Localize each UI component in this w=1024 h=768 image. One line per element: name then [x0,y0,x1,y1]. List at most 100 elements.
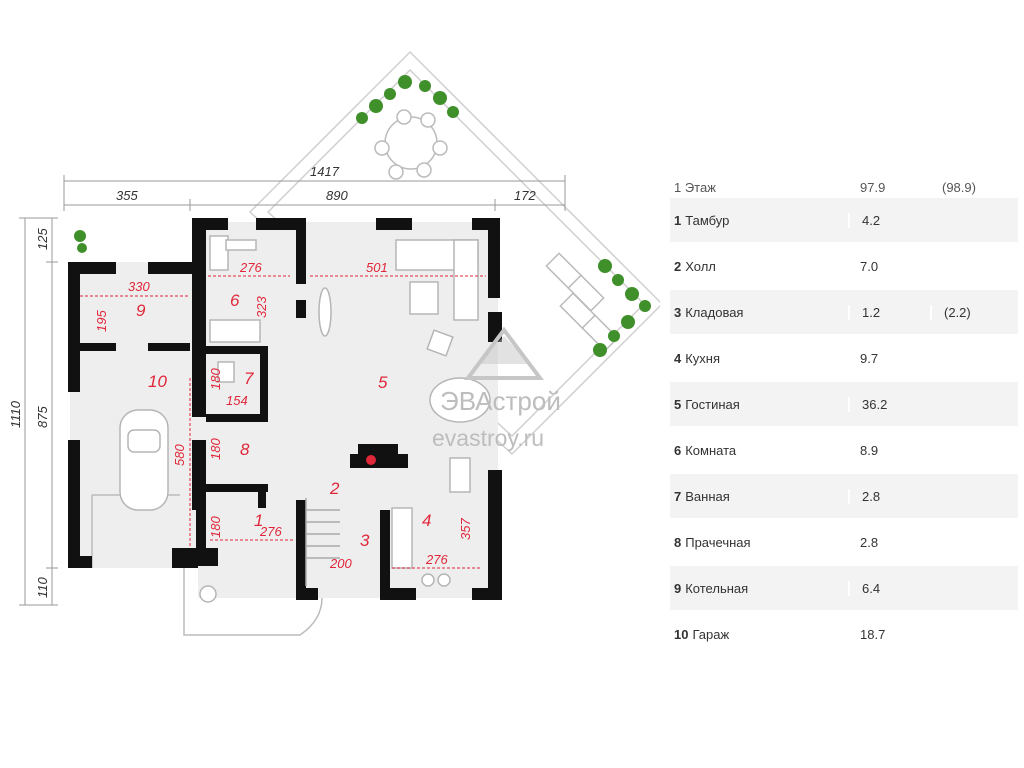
room-numbers: 1 2 3 4 5 6 7 8 9 10 [136,291,431,550]
dim-r10-h: 580 [172,444,187,466]
dim-r4-h: 357 [458,518,473,540]
room-number-10: 10 [148,372,167,391]
dim-r1-h: 180 [208,516,223,538]
dim-h-bottom: 110 [35,577,50,598]
floor-plan: 1417 355 890 172 1110 125 875 110 [8,50,660,636]
dim-h-top: 125 [35,228,50,250]
room-number-2: 2 [329,479,340,498]
floor-label: 1 Этаж [674,179,716,195]
room-name: Кладовая [685,304,744,320]
room-number-8: 8 [240,440,250,459]
room-name: Котельная [685,580,749,596]
plants [74,75,651,403]
room-name: Холл [685,258,716,274]
dimension-lines [19,175,566,606]
dim-seg-right: 172 [514,188,536,203]
room-area: 4.2 [848,212,930,228]
room-number: 1 [674,212,682,228]
room-area: 9.7 [860,350,879,366]
room-name: Гостиная [685,396,740,412]
room-number-1: 1 [254,511,263,530]
dim-total-width: 1417 [310,164,340,179]
furniture [119,235,491,603]
dim-r7-h: 180 [208,368,223,390]
room-number: 6 [674,442,682,458]
room-name: Комната [685,442,737,458]
room-area: 6.4 [848,580,930,596]
sun-loungers [545,252,619,352]
watermark-logo-icon [464,326,544,380]
room-number: 9 [674,580,682,596]
room-number: 2 [674,258,682,274]
dim-seg-mid: 890 [326,188,348,203]
room-name: Тамбур [685,212,730,228]
dim-h-mid: 875 [35,406,50,428]
dim-r9-w: 330 [128,279,150,294]
floor-area-alt: (98.9) [942,179,976,195]
dim-r6-h: 323 [254,296,269,318]
room-area-alt: (2.2) [930,304,1018,320]
dim-r5-w: 501 [366,260,388,275]
floor-area: 97.9 [860,179,886,195]
room-dimension-lines [80,275,486,569]
room-area: 2.8 [848,488,930,504]
room-number: 8 [674,534,682,550]
room-area: 2.8 [860,534,879,550]
table-header: 1 Этаж 97.9 (98.9) [670,176,1018,198]
watermark-url: evastroy.ru [432,425,544,451]
room-area: 1.2 [848,304,930,320]
room-number-3: 3 [360,531,370,550]
room-area: 8.9 [860,442,879,458]
room-number-7: 7 [244,369,254,388]
room-name: Кухня [685,350,721,366]
dim-r3-w: 200 [329,556,352,571]
room-dimension-labels: 330 195 276 323 501 180 154 180 580 180 … [94,260,473,571]
dim-r6-w: 276 [239,260,262,275]
room-area: 7.0 [860,258,879,274]
room-area: 18.7 [860,626,886,642]
room-number-9: 9 [136,301,146,320]
walls [68,218,502,600]
dim-r8-h: 180 [208,438,223,460]
watermark: ЭВАстрой evastroy.ru [432,326,561,451]
dim-r9-h: 195 [94,310,109,332]
room-name: Ванная [685,488,730,504]
dim-r4-w: 276 [425,552,448,567]
watermark-logo-roof-icon [478,336,530,364]
watermark-brand: ЭВАстрой [440,386,561,416]
room-number-6: 6 [230,291,240,310]
dimension-labels: 1417 355 890 172 1110 125 875 110 [8,164,536,598]
terrace-table [374,109,448,180]
dim-r7-w: 154 [226,393,248,408]
room-number-5: 5 [378,373,388,392]
room-name: Гараж [692,626,730,642]
room-name: Прачечная [685,534,751,550]
room-area: 36.2 [848,396,930,412]
dim-seg-left: 355 [116,188,138,203]
dim-r1-w: 276 [259,524,282,539]
room-number: 7 [674,488,682,504]
room-number: 4 [674,350,682,366]
room-number: 10 [674,626,689,642]
